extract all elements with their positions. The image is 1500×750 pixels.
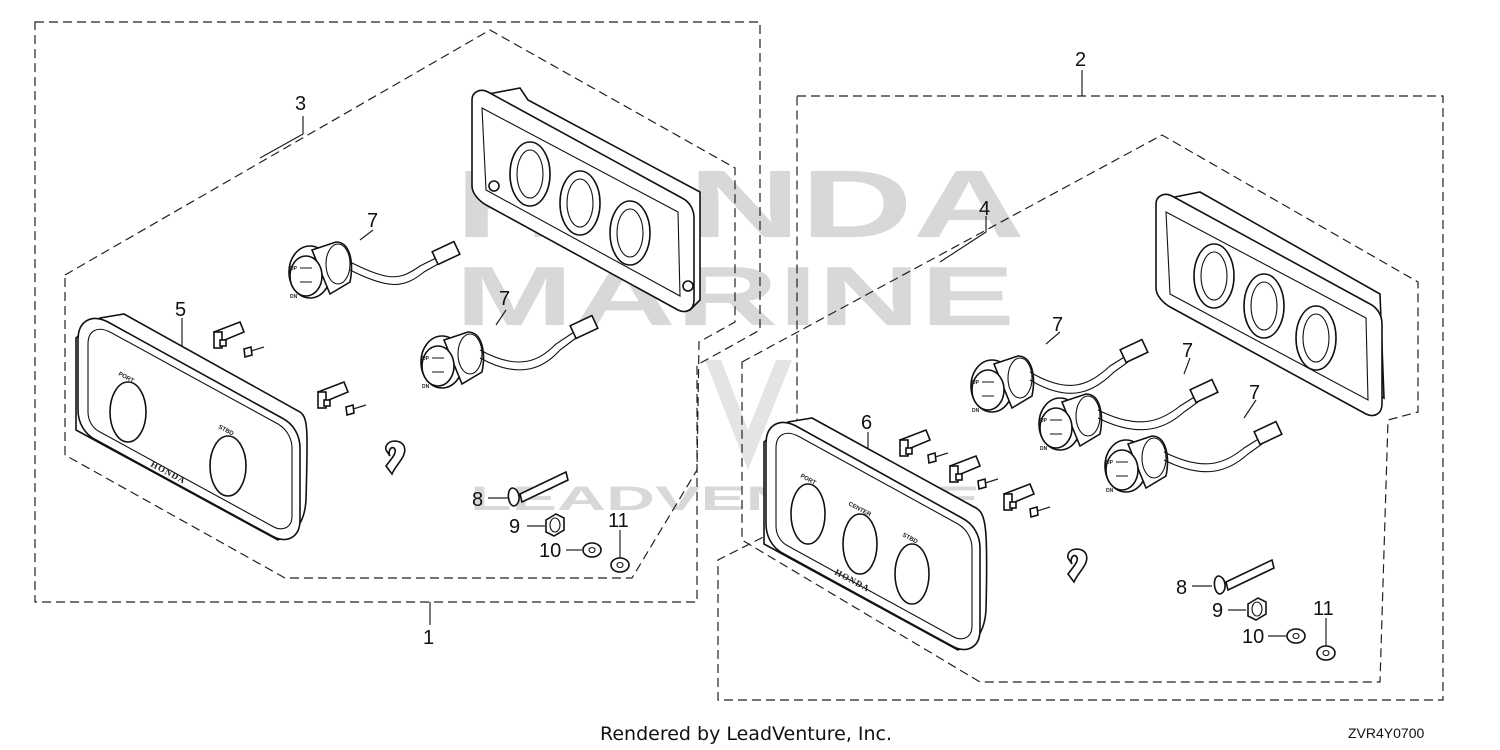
callout-7-e: 7 <box>1249 382 1260 404</box>
callout-11-b: 11 <box>1313 598 1334 620</box>
callout-7-d: 7 <box>1182 340 1193 362</box>
footer-rendered-by: Rendered by LeadVenture, Inc. <box>600 723 892 745</box>
callout-11-a: 11 <box>608 510 629 532</box>
hardware-right <box>1192 558 1336 661</box>
switch-dn-label-3: DN <box>972 408 980 414</box>
callout-6: 6 <box>861 412 872 434</box>
switch-right-1: UP DN <box>970 338 1149 414</box>
callout-5: 5 <box>175 299 186 321</box>
callout-7-b: 7 <box>499 288 510 310</box>
callout-1: 1 <box>423 627 434 649</box>
assembly-1-frame <box>34 21 761 603</box>
mount-screw-right-1 <box>927 452 949 464</box>
mount-clip-right-3 <box>1003 483 1035 511</box>
front-panel-left: PORT STBD HONDA <box>75 313 308 541</box>
mount-screw-right-2 <box>977 478 999 490</box>
callouts: 1 2 3 4 5 6 7 7 7 7 7 8 8 9 9 10 10 11 1… <box>175 49 1334 649</box>
mount-clip-left-2 <box>317 381 349 409</box>
callout-8-a: 8 <box>472 489 483 511</box>
switch-dn-label-2: DN <box>422 384 430 390</box>
callout-10-a: 10 <box>539 540 561 562</box>
callout-7-a: 7 <box>367 210 378 232</box>
assembly-4-frame <box>741 134 1419 683</box>
assembly-3-frame <box>64 29 736 579</box>
mount-clip-right-1 <box>899 429 931 457</box>
assembly-left: UP DN UP DN PORT STBD HONDA <box>34 21 761 625</box>
rear-plate-left <box>471 87 701 313</box>
callout-7-c: 7 <box>1052 314 1063 336</box>
switch-up-label-5: UP <box>1106 460 1114 466</box>
mount-clip-left-1 <box>213 321 245 349</box>
callout-4: 4 <box>979 198 990 220</box>
front-panel-right: PORT CENTER STBD HONDA <box>763 417 988 651</box>
switch-dn-label-5: DN <box>1106 488 1114 494</box>
switch-left-upper: UP DN <box>288 240 461 300</box>
mount-clip-right-2 <box>949 455 981 483</box>
callout-9-a: 9 <box>509 516 520 538</box>
mount-screw-right-3 <box>1029 506 1051 518</box>
callout-10-b: 10 <box>1242 626 1264 648</box>
callout-9-b: 9 <box>1212 600 1223 622</box>
switch-up-label: UP <box>290 266 298 272</box>
callout-8-b: 8 <box>1176 577 1187 599</box>
switch-up-label-3: UP <box>972 380 980 386</box>
callout-2: 2 <box>1075 49 1086 71</box>
assembly-right: UP DN UP DN UP DN <box>717 70 1444 701</box>
switch-right-3: UP DN <box>1104 420 1283 494</box>
switch-dn-label: DN <box>290 294 298 300</box>
mount-screw-left-1 <box>243 346 265 358</box>
switch-up-label-4: UP <box>1040 418 1048 424</box>
diagram-code: ZVR4Y0700 <box>1348 725 1424 741</box>
watermark-logo-shape <box>705 360 792 470</box>
callout-3: 3 <box>295 93 306 115</box>
cable-tie-right <box>1066 548 1088 584</box>
switch-dn-label-4: DN <box>1040 446 1048 452</box>
switch-right-2: UP DN <box>1038 378 1219 452</box>
cable-tie-left <box>384 440 406 476</box>
rear-plate-right <box>1155 191 1385 417</box>
switch-left-lower: UP DN <box>420 314 599 390</box>
switch-up-label-2: UP <box>422 356 430 362</box>
mount-screw-left-2 <box>345 404 367 416</box>
hardware-left <box>488 470 630 573</box>
